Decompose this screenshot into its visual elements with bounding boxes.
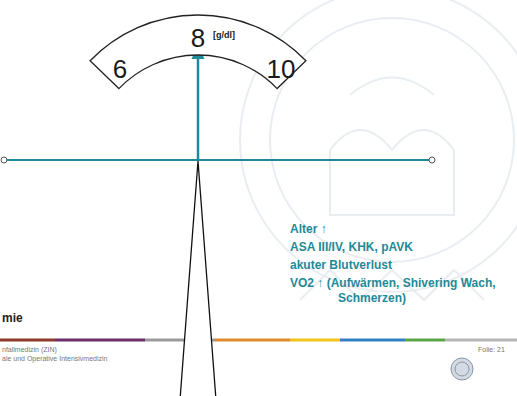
footer-text: nfallmedizin (ZIN) xyxy=(2,346,172,355)
gauge-arc xyxy=(90,15,306,89)
footer-bar xyxy=(0,339,517,342)
balance-beam xyxy=(1,157,435,163)
footer-text: ale und Operative Intensivmedizin xyxy=(2,355,172,364)
factor-note: Alter ↑ xyxy=(290,222,515,237)
scale-value: 6 xyxy=(113,56,127,82)
seal-icon xyxy=(451,358,473,380)
factor-note: ASA III/IV, KHK, pAVK xyxy=(290,240,515,255)
unit-label: [g/dl] xyxy=(213,31,235,40)
gauge-band: 6 8 [g/dl] 10 xyxy=(40,5,360,115)
scale-value: 8 xyxy=(191,25,205,51)
gauge-outline xyxy=(40,5,360,115)
factor-note: akuter Blutverlust xyxy=(290,258,515,273)
factor-note: VO2 ↑ (Aufwärmen, Shivering Wach, Schmer… xyxy=(290,276,515,306)
pointer-arrow xyxy=(192,45,205,160)
pedestal xyxy=(180,161,216,396)
title-fragment: mie xyxy=(2,311,62,326)
slide-number: Folie: 21 xyxy=(478,346,514,355)
scale-value: 10 xyxy=(267,56,296,82)
